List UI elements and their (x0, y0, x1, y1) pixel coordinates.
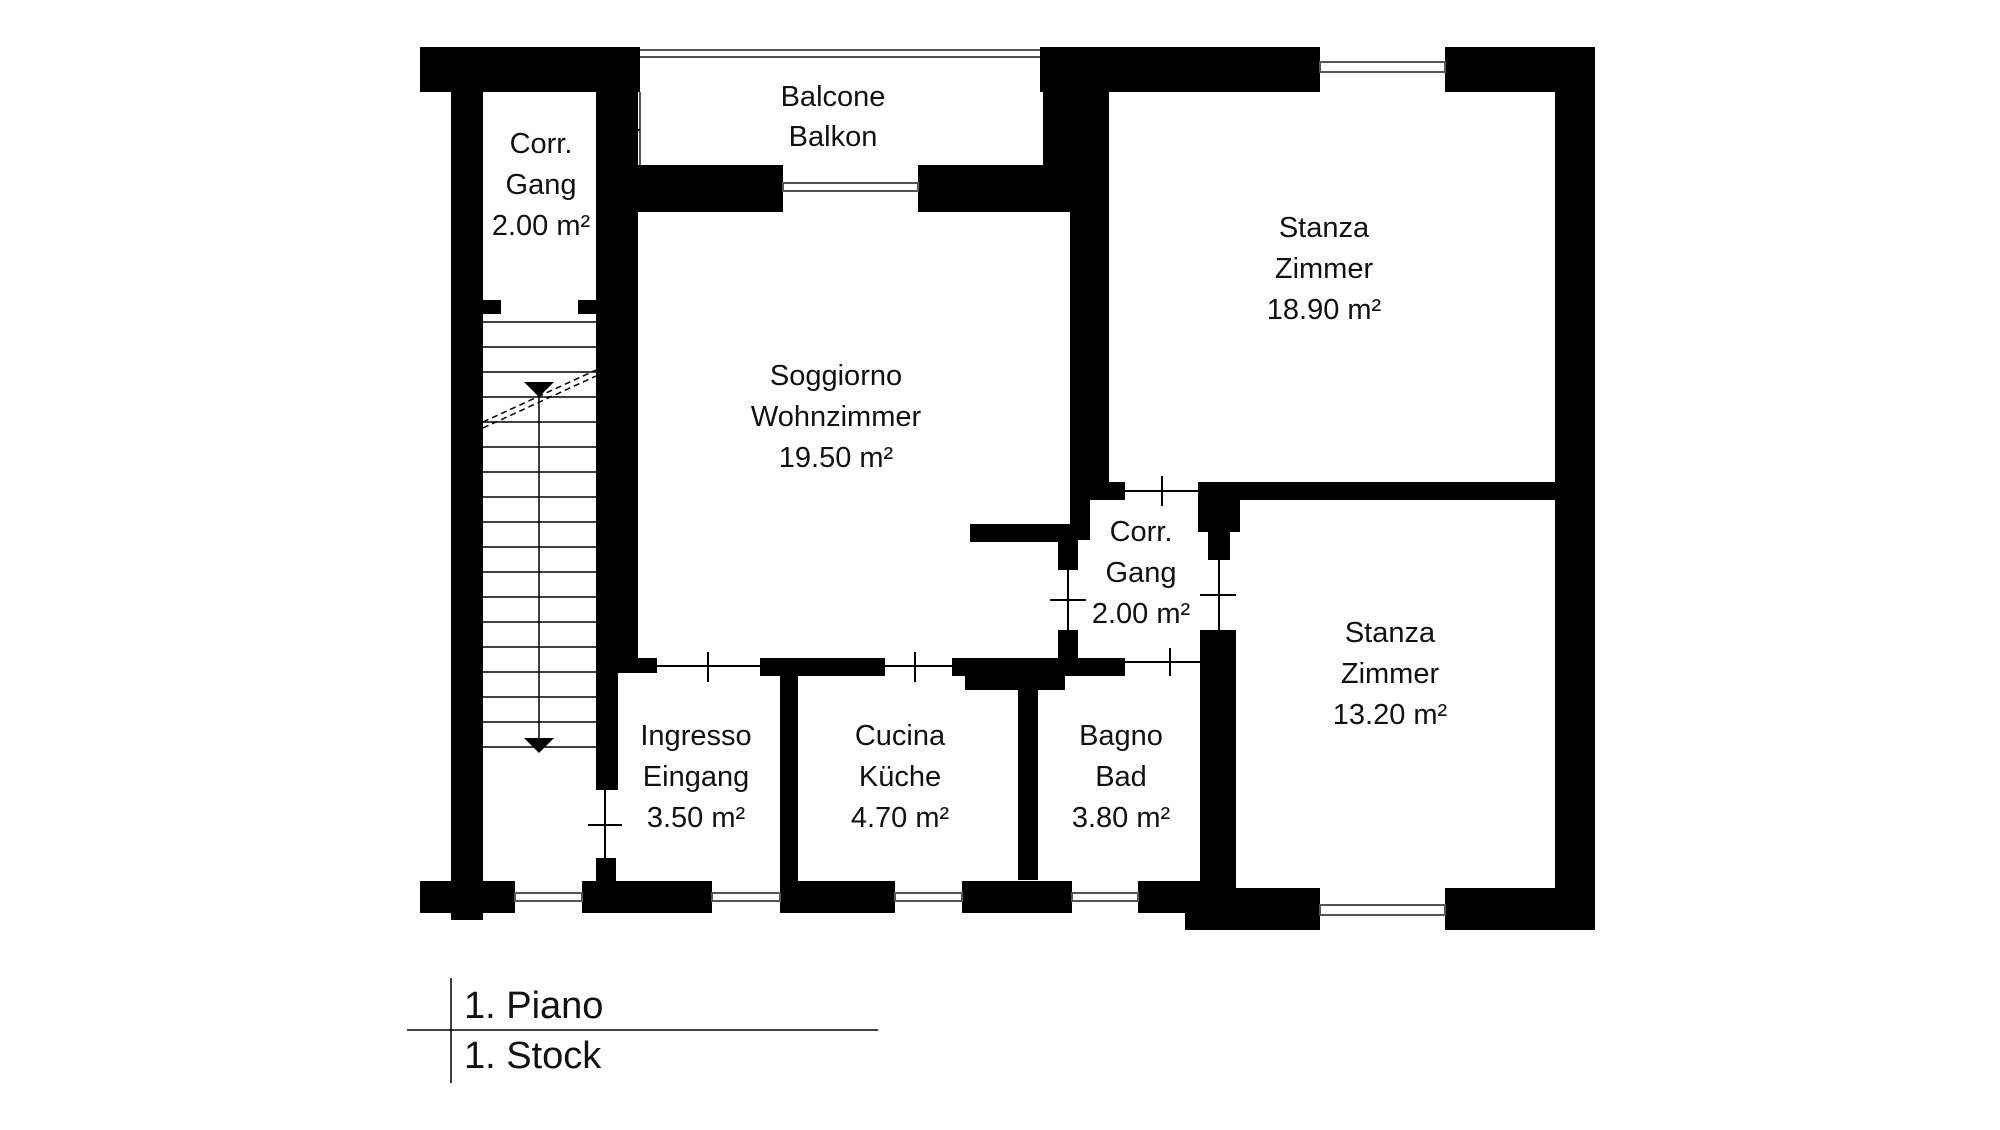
room-label-balcone: Balkon (789, 121, 878, 153)
room-label-soggiorno: 19.50 m² (779, 442, 894, 474)
room-label-corridor-mid: Gang (1106, 557, 1177, 589)
room-label-stanza-top: Zimmer (1275, 253, 1374, 285)
wall (596, 640, 618, 790)
walls (420, 47, 1595, 930)
room-label-corridor-top: Gang (506, 169, 577, 201)
window (1319, 61, 1446, 73)
wall (780, 881, 895, 913)
wall (1058, 530, 1078, 570)
wall (1058, 630, 1078, 665)
wall (483, 300, 501, 314)
room-label-stanza-bottom: 13.20 m² (1333, 699, 1448, 731)
wall (965, 658, 1065, 690)
wall (596, 165, 638, 658)
wall (596, 92, 638, 165)
wall (596, 858, 616, 888)
room-label-stanza-top: Stanza (1279, 212, 1370, 244)
room-label-cucina: Küche (859, 761, 941, 793)
wall (918, 165, 1073, 212)
room-label-bagno: Bagno (1079, 720, 1163, 752)
room-label-corridor-mid: 2.00 m² (1092, 598, 1191, 630)
floor-legend: 1. Piano 1. Stock (407, 978, 878, 1083)
wall (962, 881, 1072, 913)
room-label-ingresso: 3.50 m² (647, 802, 746, 834)
wall (1445, 888, 1595, 930)
wall (760, 658, 885, 676)
wall (1200, 630, 1228, 888)
room-label-corridor-mid: Corr. (1110, 516, 1173, 548)
wall (1089, 482, 1125, 500)
room-label-balcone: Balcone (781, 81, 886, 113)
room-label-corridor-top: Corr. (510, 128, 573, 160)
room-label-soggiorno: Wohnzimmer (751, 401, 922, 433)
window (1071, 892, 1139, 902)
room-label-cucina: Cucina (855, 720, 946, 752)
windows (514, 49, 1446, 916)
stair-arrow-icon (524, 738, 554, 753)
wall (970, 524, 1070, 542)
staircase (482, 321, 597, 753)
room-label-cucina: 4.70 m² (851, 802, 950, 834)
room-label-soggiorno: Soggiorno (770, 360, 902, 392)
room-label-bagno: 3.80 m² (1072, 802, 1171, 834)
room-label-stanza-bottom: Stanza (1345, 617, 1436, 649)
room-label-ingresso: Eingang (643, 761, 749, 793)
wall (1089, 92, 1109, 482)
wall (1555, 47, 1595, 930)
wall (1018, 690, 1038, 880)
window (711, 892, 781, 902)
wall (1208, 500, 1230, 560)
wall (420, 881, 515, 913)
legend-floor-it: 1. Piano (464, 985, 603, 1027)
window (894, 892, 963, 902)
wall (451, 47, 483, 920)
wall (780, 658, 798, 893)
wall (578, 300, 598, 314)
room-label-stanza-top: 18.90 m² (1267, 294, 1382, 326)
stair-arrow-icon (524, 382, 554, 397)
door-markers (588, 95, 1236, 858)
room-label-ingresso: Ingresso (640, 720, 751, 752)
room-label-stanza-bottom: Zimmer (1341, 658, 1440, 690)
wall (1198, 482, 1555, 500)
legend-floor-de: 1. Stock (464, 1035, 602, 1077)
window (514, 892, 583, 902)
room-label-corridor-top: 2.00 m² (492, 210, 591, 242)
wall (1070, 165, 1090, 540)
wall (1065, 658, 1125, 676)
wall (1185, 888, 1320, 930)
window (1319, 904, 1446, 916)
room-label-bagno: Bad (1095, 761, 1147, 793)
window (782, 182, 919, 192)
wall (617, 658, 657, 673)
